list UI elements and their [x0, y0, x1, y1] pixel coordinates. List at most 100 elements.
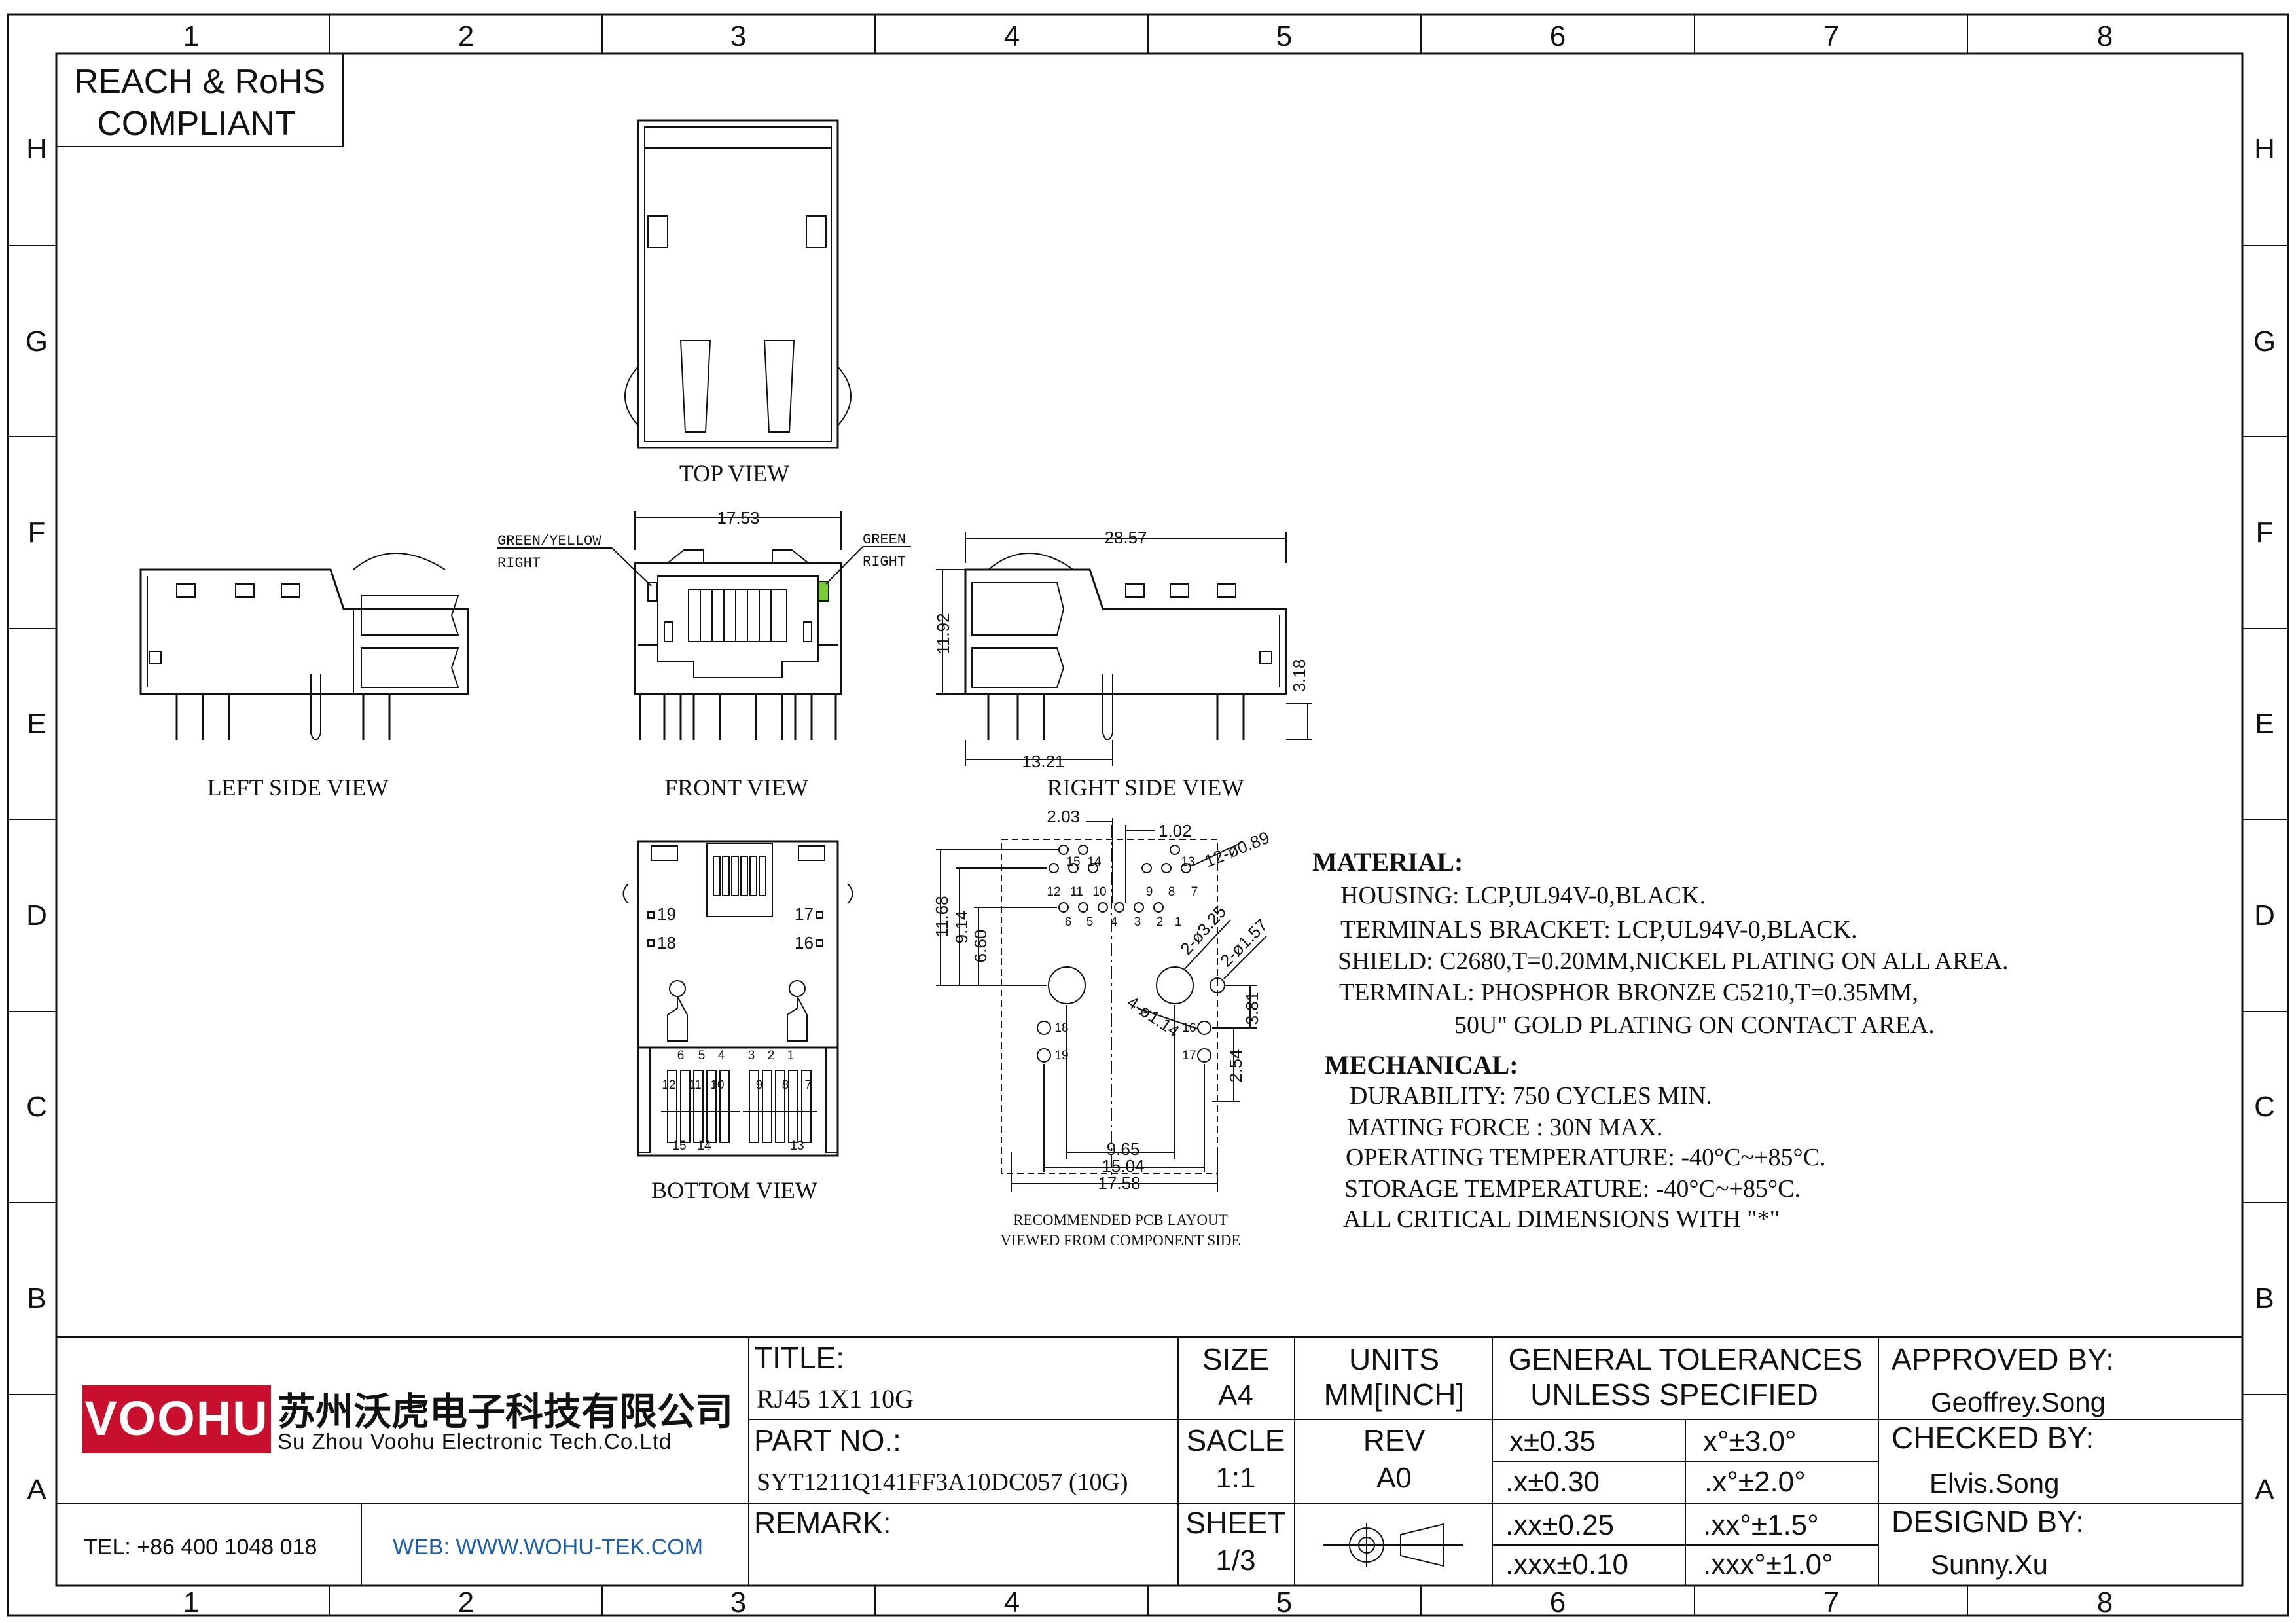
tol-linear-2: .xx±0.25	[1505, 1509, 1614, 1541]
pcb-pin-4: 4	[1111, 915, 1118, 929]
zone-row-b: B	[2255, 1283, 2274, 1315]
approved-label: APPROVED BY:	[1892, 1342, 2114, 1376]
pcb-pin-14: 14	[1087, 855, 1102, 869]
pcb-pin-3: 3	[1134, 915, 1141, 929]
zone-row-d: D	[26, 900, 47, 932]
led-green	[817, 581, 829, 602]
title-value: RJ45 1X1 10G	[757, 1384, 914, 1413]
bottom-view-caption: BOTTOM VIEW	[651, 1177, 817, 1203]
left-side-view-caption: LEFT SIDE VIEW	[207, 775, 389, 801]
zone-col-7: 7	[1823, 20, 1839, 52]
rev-label: REV	[1363, 1423, 1426, 1457]
bottom-pin-10: 10	[710, 1078, 724, 1092]
zone-col-2: 2	[458, 1586, 474, 1618]
rev-value: A0	[1376, 1462, 1412, 1494]
pcb-pin-15: 15	[1066, 855, 1080, 869]
compliance-box: REACH & RoHS COMPLIANT	[56, 53, 344, 147]
units-label: UNITS	[1349, 1342, 1439, 1376]
zone-col-8: 8	[2097, 1586, 2113, 1618]
checked-label: CHECKED BY:	[1892, 1421, 2094, 1455]
sheet-value: 1/3	[1215, 1544, 1255, 1577]
dim-pcb-v1: 11.68	[932, 896, 952, 937]
zone-col-1: 1	[183, 1586, 199, 1618]
pcb-pin-13: 13	[1181, 855, 1194, 869]
pcb-pin-16: 16	[1182, 1021, 1196, 1035]
bottom-pin-8: 8	[782, 1078, 789, 1092]
designed-value: Sunny.Xu	[1931, 1549, 2048, 1580]
compliance-line-2: COMPLIANT	[97, 105, 295, 143]
material-line-5: 50U" GOLD PLATING ON CONTACT AREA.	[1454, 1012, 1935, 1039]
dim-pcb-h2: 15.04	[1102, 1156, 1144, 1176]
tol-angular-0: x°±3.0°	[1703, 1425, 1797, 1457]
pcb-pin-8: 8	[1168, 885, 1175, 899]
voohu-logo-text: VOOHU	[84, 1391, 268, 1446]
title-label: TITLE:	[754, 1341, 844, 1375]
bottom-pin-13: 13	[790, 1139, 804, 1153]
front-view: 17.53 GREEN/YELLOW RIGHT GREEN RIGHT	[497, 508, 911, 801]
zone-col-1: 1	[183, 20, 199, 52]
pcb-pin-5: 5	[1086, 915, 1094, 929]
dim-pcb-v4: 3.81	[1242, 992, 1262, 1025]
zone-row-c: C	[26, 1091, 47, 1123]
bottom-pin-12: 12	[662, 1078, 675, 1092]
part-value: SYT1211Q141FF3A10DC057 (10G)	[757, 1468, 1128, 1496]
dim-pcb-v2: 9.14	[952, 911, 971, 944]
left-side-view: LEFT SIDE VIEW	[139, 553, 469, 801]
compliance-line-1: REACH & RoHS	[74, 63, 325, 101]
mechanical-notes: MECHANICAL: DURABILITY: 750 CYCLES MIN. …	[1325, 1050, 1826, 1233]
tol-angular-2: .xx°±1.5°	[1703, 1509, 1819, 1541]
led-label-left-1: GREEN/YELLOW	[497, 533, 601, 549]
tol-angular-3: .xxx°±1.0°	[1703, 1548, 1833, 1580]
pcb-note-line-2: VIEWED FROM COMPONENT SIDE	[1001, 1232, 1241, 1249]
zone-col-4: 4	[1004, 20, 1020, 52]
zone-col-3: 3	[730, 1586, 746, 1618]
zone-row-a: A	[2255, 1474, 2274, 1506]
company-name-en: Su Zhou Voohu Electronic Tech.Co.Ltd	[278, 1429, 672, 1453]
contact-tel: TEL: +86 400 1048 018	[84, 1535, 317, 1559]
zone-rows-right: H G F E D C B A	[2253, 133, 2276, 1506]
dim-pcb-a: 2.03	[1047, 807, 1080, 826]
led-label-right-2: RIGHT	[863, 554, 906, 570]
top-view-caption: TOP VIEW	[679, 460, 789, 486]
bottom-pin-15: 15	[672, 1139, 686, 1153]
zone-col-2: 2	[458, 20, 474, 52]
zone-row-g: G	[2253, 325, 2276, 357]
mechanical-line-1: DURABILITY: 750 CYCLES MIN.	[1350, 1082, 1712, 1110]
right-side-view: 28.57 11.92 3.18 13.21 RIGHT SIDE VIEW	[933, 528, 1312, 801]
bottom-pin-14: 14	[697, 1139, 711, 1153]
zone-row-d: D	[2254, 900, 2275, 932]
checked-value: Elvis.Song	[1929, 1468, 2059, 1499]
mechanical-line-2: MATING FORCE : 30N MAX.	[1347, 1114, 1662, 1141]
zone-col-5: 5	[1276, 1586, 1292, 1618]
zone-col-8: 8	[2097, 20, 2113, 52]
material-line-3: SHIELD: C2680,T=0.20MM,NICKEL PLATING ON…	[1338, 947, 2009, 975]
bottom-pin-3: 3	[748, 1049, 755, 1063]
dim-side-pin: 13.21	[1022, 752, 1064, 771]
bottom-pin-4: 4	[718, 1049, 725, 1063]
zone-row-e: E	[2255, 708, 2274, 740]
material-line-1: HOUSING: LCP,UL94V-0,BLACK.	[1340, 882, 1706, 909]
zone-col-4: 4	[1004, 1586, 1020, 1618]
led-label-right-1: GREEN	[863, 532, 906, 548]
size-label: SIZE	[1202, 1342, 1269, 1376]
dim-pcb-h1: 9.65	[1107, 1139, 1140, 1159]
zone-col-6: 6	[1550, 1586, 1566, 1618]
size-value: A4	[1218, 1379, 1253, 1412]
tol-angular-1: .x°±2.0°	[1704, 1466, 1806, 1498]
bottom-pin-6: 6	[677, 1049, 685, 1063]
mechanical-title: MECHANICAL:	[1325, 1050, 1518, 1080]
dim-pcb-h3: 17.58	[1098, 1173, 1140, 1193]
zone-col-7: 7	[1823, 1586, 1839, 1618]
bottom-pin-17: 17	[795, 904, 814, 924]
contact-web: WEB: WWW.WOHU-TEK.COM	[393, 1535, 703, 1559]
projection-symbol-icon	[1323, 1523, 1463, 1567]
pcb-note-line-1: RECOMMENDED PCB LAYOUT	[1013, 1212, 1228, 1228]
zone-row-g: G	[26, 325, 48, 357]
zone-row-h: H	[26, 133, 47, 165]
scale-value: 1:1	[1215, 1462, 1255, 1494]
mechanical-line-4: STORAGE TEMPERATURE: -40°C~+85°C.	[1344, 1175, 1801, 1203]
tol-linear-1: .x±0.30	[1505, 1466, 1600, 1498]
company-name-cn: 苏州沃虎电子科技有限公司	[278, 1391, 733, 1433]
units-value: MM[INCH]	[1324, 1377, 1465, 1412]
zone-rows-left: H G F E D C B A	[26, 133, 48, 1506]
